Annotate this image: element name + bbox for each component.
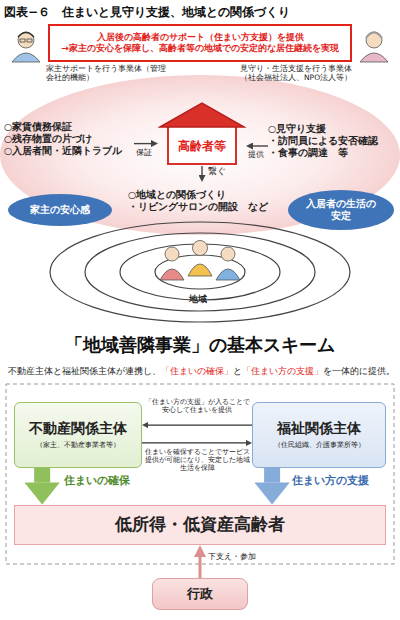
person-body [360, 53, 388, 62]
community-list: ○地域との関係づくり・リビングサロンの開設 など [128, 182, 278, 220]
community-label: 地域 [189, 294, 207, 305]
real-estate-box: 不動産関係主体 （家主、不動産事業者等） [14, 402, 142, 468]
node-heading: ○家賃債務保証 [4, 121, 72, 133]
connector-arrow [148, 425, 252, 426]
node-text: ○入居者間・近隣トラブル [4, 145, 122, 157]
organization-caption: 家主サポートを行う事業体（管理会社的機能） [46, 64, 166, 83]
government-box: 行政 [152, 578, 248, 610]
community-rings [50, 222, 350, 322]
node-heading: 行政 [187, 586, 213, 602]
target-elderly-box: 低所得・低資産高齢者 [14, 505, 386, 545]
person-hair [366, 33, 382, 39]
person-body [216, 269, 240, 280]
scheme-dashed-frame [6, 384, 394, 564]
person-body [12, 53, 40, 62]
goal-box: 入居後の高齢者のサポート（住まい方支援）を提供→家主の安心を保障し、高齢者等の地… [48, 24, 352, 62]
outcome-ellipse: 入居者の生活の安定 [288, 190, 394, 230]
person-head [366, 32, 382, 48]
connector-label: 下支え・参加 [208, 552, 256, 562]
connector-arrow [134, 143, 151, 144]
subtitle-text: と [233, 366, 242, 377]
person-head [165, 247, 179, 261]
node-text: ・リビングサロンの開設 など [128, 201, 268, 213]
node-heading: 家主の安心感 [30, 204, 90, 217]
watch-support-person [360, 32, 388, 62]
connector-label: 提供 [248, 150, 264, 160]
house-roof [160, 103, 244, 127]
person-head [193, 241, 208, 256]
node-heading: ○地域との関係づくり [128, 189, 226, 201]
landlord-support-list: ○家賃債務保証○残存物置の片づけ○入居者間・近隣トラブル [4, 116, 134, 162]
welfare-box: 福祉関係主体 （住民組織、介護事業所等） [252, 402, 386, 468]
landlord-support-person [12, 32, 40, 62]
house-body [168, 124, 236, 164]
node-heading: 入居後の高齢者のサポート（住まい方支援）を提供 [97, 32, 304, 43]
person-body [188, 264, 212, 276]
connector-label: 住まいの確保 [64, 474, 130, 488]
person-body [160, 269, 184, 280]
subtitle-emphasis: 「住まい方の支援」 [242, 366, 323, 377]
connector-arrow [201, 166, 202, 175]
elderly-house: 高齢者等 [158, 100, 246, 166]
connector-label: 住まいを確保することでサービス提供が可能になり、安定した地域生活を保障 [144, 448, 250, 472]
house-outline [158, 100, 246, 166]
organization-caption: 見守り・生活支援を行う事業体（社会福祉法人、NPO法人等） [240, 64, 358, 83]
node-heading: 福祉関係主体 [277, 420, 361, 438]
node-text: ・食事の調達 等 [268, 147, 348, 159]
watch-support-list: ○見守り支援・訪問員による安否確認・食事の調達 等 [268, 116, 398, 166]
node-text: →家主の安心を保障し、高齢者等の地域での安定的な居住継続を実現 [61, 43, 339, 54]
node-heading: 低所得・低資産高齢者 [115, 514, 285, 535]
community-ring [50, 222, 350, 322]
node-text: ・訪問員による安否確認 [268, 135, 378, 147]
node-text: ○残存物置の片づけ [4, 133, 92, 145]
connector-arrow [253, 145, 268, 146]
node-heading: 高齢者等 [178, 139, 226, 154]
connector-arrow [142, 442, 246, 443]
person-head [18, 32, 34, 48]
person-head [221, 247, 235, 261]
node-text: （住民組織、介護事業所等） [274, 441, 365, 450]
connector-arrow [34, 468, 50, 483]
person-glasses [27, 39, 32, 42]
people-illustration [160, 241, 240, 281]
subtitle-text: 不動産主体と福祉関係主体が連携し、 [8, 366, 161, 377]
connector-arrow [199, 557, 202, 578]
node-text: （家主、不動産事業者等） [36, 441, 120, 450]
figure-title: 図表−６ 住まいと見守り支援、地域との関係づくり [4, 5, 290, 20]
subtitle-emphasis: 「住まいの確保」 [161, 366, 233, 377]
section-heading: 「地域善隣事業」の基本スキーム [0, 334, 400, 357]
connector-label: 保証 [136, 148, 152, 158]
community-ring [85, 233, 315, 311]
connector-label: 「住まい方の支援」が入ることで安心して住まいを提供 [144, 398, 250, 414]
node-heading: ○見守り支援 [268, 123, 326, 135]
connector-label: 繋ぐ [208, 166, 226, 177]
connector-arrow [264, 468, 280, 483]
support-area-ellipse [0, 75, 400, 235]
subtitle-line: 不動産主体と福祉関係主体が連携し、「住まいの確保」と「住まい方の支援」を一体的に… [4, 366, 398, 377]
outcome-ellipse: 家主の安心感 [8, 194, 112, 226]
person-glasses [20, 39, 25, 42]
connector-label: 住まい方の支援 [292, 474, 369, 488]
node-heading: 入居者の生活の安定 [306, 198, 376, 223]
person-hair [18, 33, 34, 38]
subtitle-text: を一体的に提供。 [323, 366, 395, 377]
node-heading: 不動産関係主体 [29, 420, 127, 438]
